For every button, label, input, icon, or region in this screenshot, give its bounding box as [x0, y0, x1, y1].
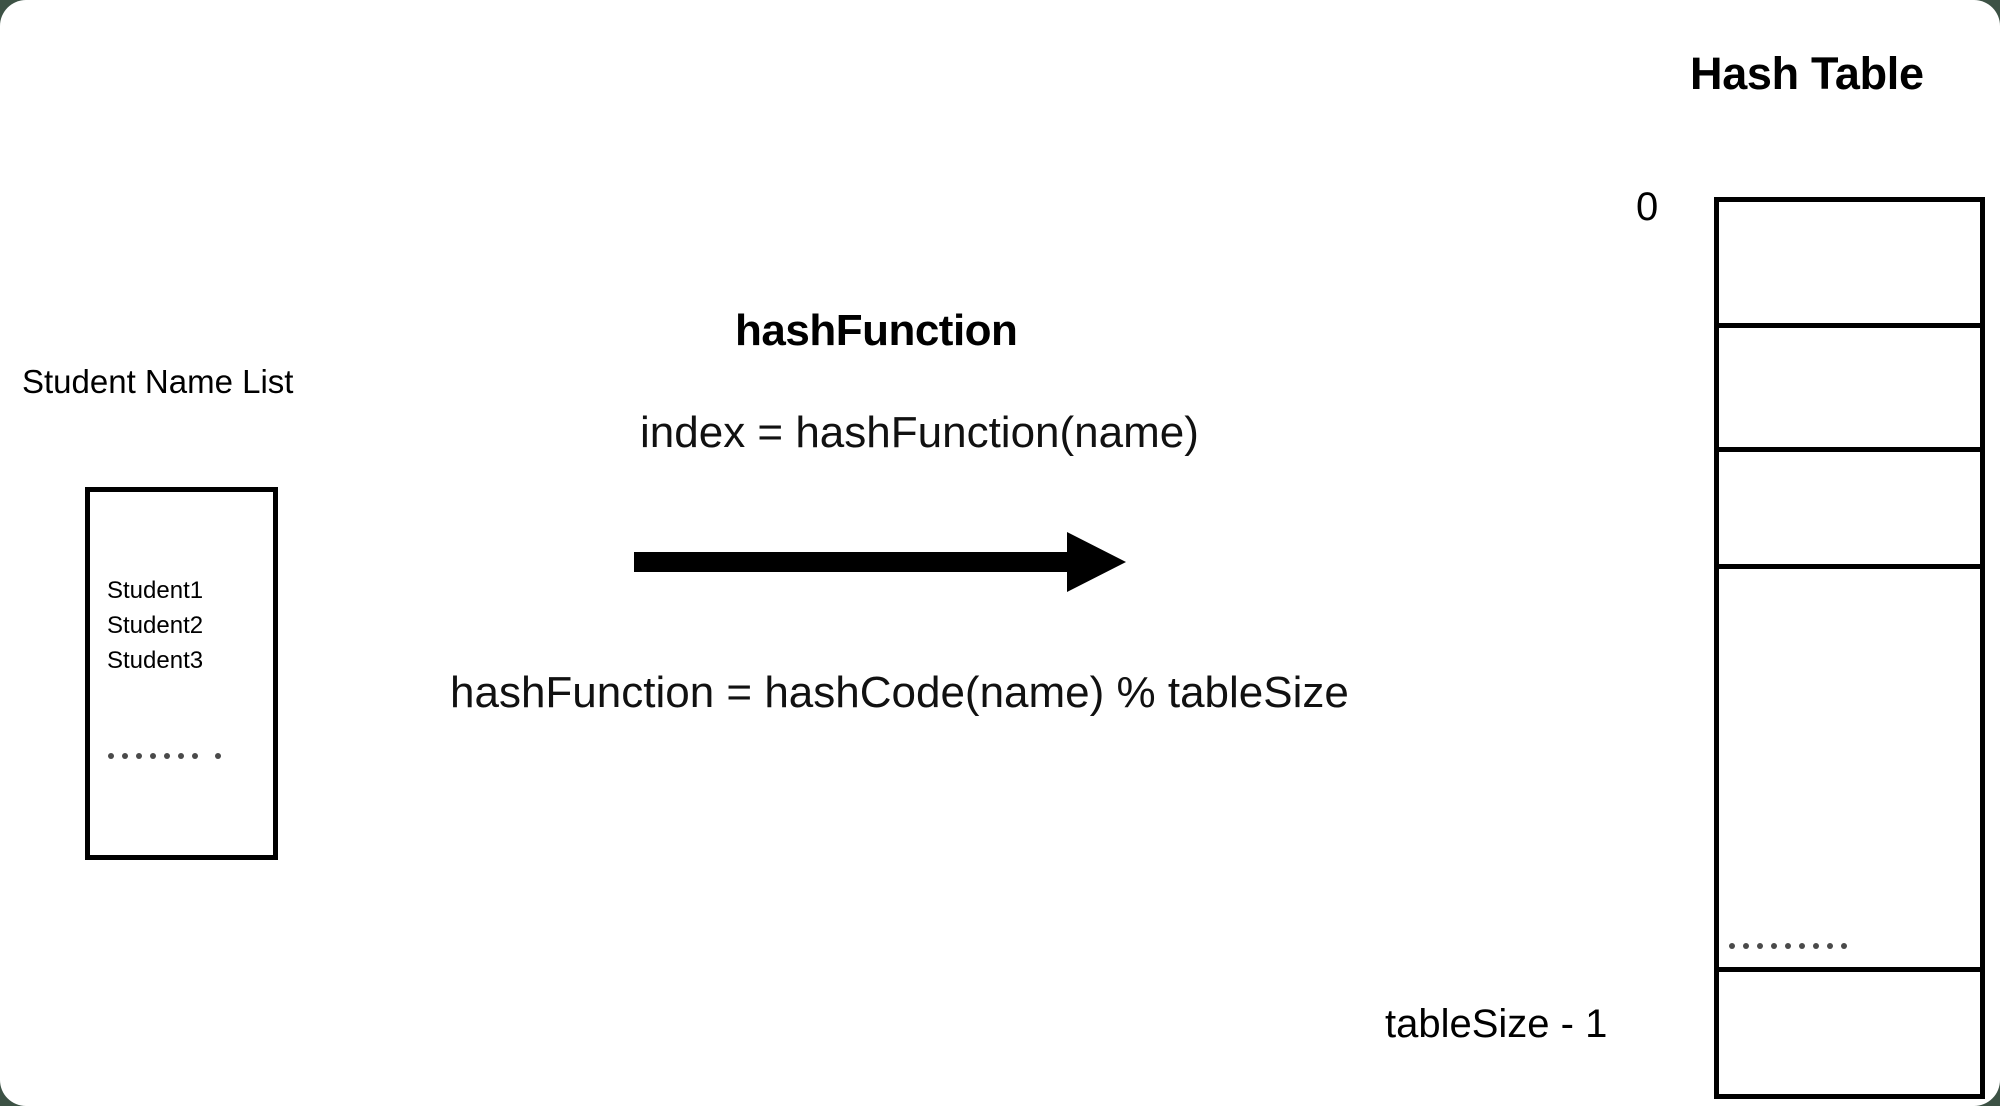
- hash-table-cell[interactable]: [1719, 328, 1980, 452]
- hash-table-grid: [1714, 197, 1985, 1099]
- student-list-ellipsis-icon: [108, 753, 229, 759]
- hash-table-last-index-label: tableSize - 1: [1385, 1002, 1608, 1046]
- hash-function-formula-text: hashFunction = hashCode(name) % tableSiz…: [450, 668, 1349, 717]
- student-entry: Student1: [107, 577, 204, 604]
- hash-function-title: hashFunction: [735, 306, 1018, 355]
- hash-table-cell[interactable]: [1719, 452, 1980, 569]
- hash-table-title: Hash Table: [1690, 48, 1924, 99]
- index-formula-text: index = hashFunction(name): [640, 408, 1199, 457]
- student-name-list-box: [85, 487, 278, 860]
- hash-table-cell[interactable]: [1719, 972, 1980, 1099]
- hash-table-ellipsis-icon: [1729, 943, 1855, 949]
- hash-table-first-index-label: 0: [1636, 185, 1659, 229]
- student-entry: Student3: [107, 647, 204, 674]
- right-arrow-icon: [630, 530, 1130, 594]
- student-name-list-label: Student Name List: [22, 363, 294, 400]
- student-entry: Student2: [107, 612, 204, 639]
- hash-table-cell[interactable]: [1719, 202, 1980, 328]
- hash-table-cell[interactable]: [1719, 569, 1980, 972]
- student-name-entries: Student1 Student2 Student3: [107, 573, 203, 678]
